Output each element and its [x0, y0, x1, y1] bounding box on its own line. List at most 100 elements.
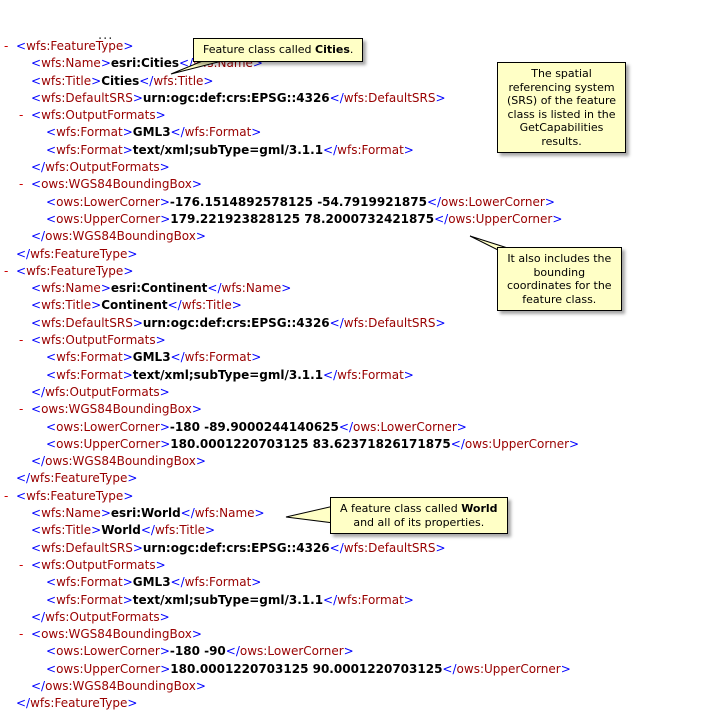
open-bracket: < [31, 73, 42, 88]
close-bracket: > [252, 56, 263, 71]
collapse-toggle-icon[interactable]: - [4, 39, 9, 53]
close-bracket: > [251, 125, 262, 140]
open-bracket: < [31, 557, 42, 572]
callout-tail-cities [170, 59, 227, 75]
tag-name: ows:WGS84BoundingBox [41, 627, 192, 642]
open-bracket: < [16, 263, 27, 278]
xml-line: <wfs:DefaultSRS>urn:ogc:def:crs:EPSG::43… [0, 315, 579, 332]
close-bracket: > [254, 506, 265, 521]
close-bracket: > [100, 56, 111, 71]
close-bracket: > [127, 471, 138, 486]
open-bracket: < [31, 108, 42, 123]
open-bracket: </ [170, 125, 185, 140]
xml-line: </ows:WGS84BoundingBox> [0, 678, 579, 695]
close-bracket: > [191, 627, 202, 642]
close-bracket: > [251, 575, 262, 590]
element-value: GML3 [132, 350, 171, 365]
tag-name: wfs:Format [337, 367, 404, 382]
xml-line: <wfs:Name>esri:Cities</wfs:Name> [0, 55, 579, 72]
close-bracket: > [343, 644, 354, 659]
tag-name: ows:LowerCorner [56, 419, 160, 434]
close-bracket: > [100, 281, 111, 296]
open-bracket: </ [170, 350, 185, 365]
xml-line: <ows:UpperCorner>179.221923828125 78.200… [0, 211, 579, 228]
tag-name: ows:WGS84BoundingBox [45, 678, 196, 693]
tag-name: wfs:FeatureType [30, 696, 128, 711]
xml-line: <wfs:Format>GML3</wfs:Format> [0, 349, 579, 366]
open-bracket: < [31, 627, 42, 642]
close-bracket: > [123, 39, 134, 53]
tag-name: wfs:Title [154, 523, 206, 538]
xml-line: </wfs:OutputFormats> [0, 384, 579, 401]
tag-name: wfs:OutputFormats [41, 108, 156, 123]
xml-line: <wfs:Format>text/xml;subType=gml/3.1.1</… [0, 592, 579, 609]
collapse-toggle-icon[interactable]: - [19, 402, 24, 417]
tag-name: ows:LowerCorner [56, 194, 160, 209]
close-bracket: > [544, 194, 555, 209]
open-bracket: </ [225, 644, 240, 659]
tag-name: wfs:Format [56, 575, 123, 590]
tag-name: wfs:Format [337, 592, 404, 607]
open-bracket: </ [323, 142, 338, 157]
tag-name: wfs:Format [184, 350, 252, 365]
xml-line: </wfs:OutputFormats> [0, 609, 579, 626]
close-bracket: > [159, 644, 170, 659]
tag-name: ows:LowerCorner [441, 194, 545, 209]
tag-name: ows:UpperCorner [456, 661, 561, 676]
open-bracket: < [46, 661, 57, 676]
xml-line: <wfs:Name>esri:Continent</wfs:Name> [0, 280, 579, 297]
tag-name: wfs:Format [56, 350, 123, 365]
close-bracket: > [127, 696, 138, 711]
element-value: urn:ogc:def:crs:EPSG::4326 [142, 315, 330, 330]
close-bracket: > [403, 592, 414, 607]
xml-line: <wfs:Format>text/xml;subType=gml/3.1.1</… [0, 142, 579, 159]
element-value: 180.0001220703125 83.62371826171875 [170, 436, 451, 451]
collapse-toggle-icon[interactable]: - [19, 177, 24, 192]
element-value: Continent [101, 298, 168, 313]
element-value: text/xml;subType=gml/3.1.1 [132, 367, 324, 382]
tag-name: wfs:DefaultSRS [41, 540, 133, 555]
tag-name: wfs:OutputFormats [41, 557, 156, 572]
xml-line: -<wfs:OutputFormats> [0, 332, 579, 349]
close-bracket: > [569, 436, 580, 451]
tag-name: wfs:DefaultSRS [343, 540, 436, 555]
open-bracket: < [46, 194, 57, 209]
collapse-toggle-icon[interactable]: - [4, 488, 9, 503]
open-bracket: </ [180, 506, 195, 521]
xml-line: <wfs:Format>text/xml;subType=gml/3.1.1</… [0, 367, 579, 384]
close-bracket: > [132, 540, 143, 555]
collapse-toggle-icon[interactable]: - [19, 333, 24, 348]
close-bracket: > [91, 523, 102, 538]
tag-name: wfs:Title [41, 298, 92, 313]
element-value: esri:Continent [110, 281, 208, 296]
open-bracket: < [46, 142, 57, 157]
collapse-toggle-icon[interactable]: - [19, 108, 24, 123]
tag-name: wfs:DefaultSRS [41, 315, 133, 330]
close-bracket: > [132, 315, 143, 330]
collapse-toggle-icon[interactable]: - [19, 557, 24, 572]
open-bracket: </ [329, 315, 344, 330]
xml-line: <ows:UpperCorner>180.0001220703125 90.00… [0, 661, 579, 678]
close-bracket: > [159, 194, 170, 209]
close-bracket: > [100, 506, 111, 521]
tag-name: wfs:DefaultSRS [41, 90, 133, 105]
tag-name: wfs:OutputFormats [41, 333, 156, 348]
close-bracket: > [123, 263, 134, 278]
tag-name: wfs:OutputFormats [45, 384, 160, 399]
collapse-toggle-icon[interactable]: - [4, 263, 9, 278]
close-bracket: > [155, 333, 166, 348]
close-bracket: > [91, 73, 102, 88]
open-bracket: </ [31, 384, 46, 399]
open-bracket: </ [450, 436, 465, 451]
open-bracket: </ [442, 661, 457, 676]
close-bracket: > [122, 592, 133, 607]
tag-name: ows:WGS84BoundingBox [45, 229, 196, 244]
open-bracket: </ [323, 367, 338, 382]
element-value: -176.1514892578125 -54.7919921875 [169, 194, 427, 209]
close-bracket: > [122, 142, 133, 157]
tag-name: wfs:OutputFormats [45, 609, 160, 624]
collapse-toggle-icon[interactable]: - [19, 627, 24, 642]
open-bracket: < [31, 90, 42, 105]
callout-tail-world [285, 505, 335, 524]
close-bracket: > [122, 125, 133, 140]
